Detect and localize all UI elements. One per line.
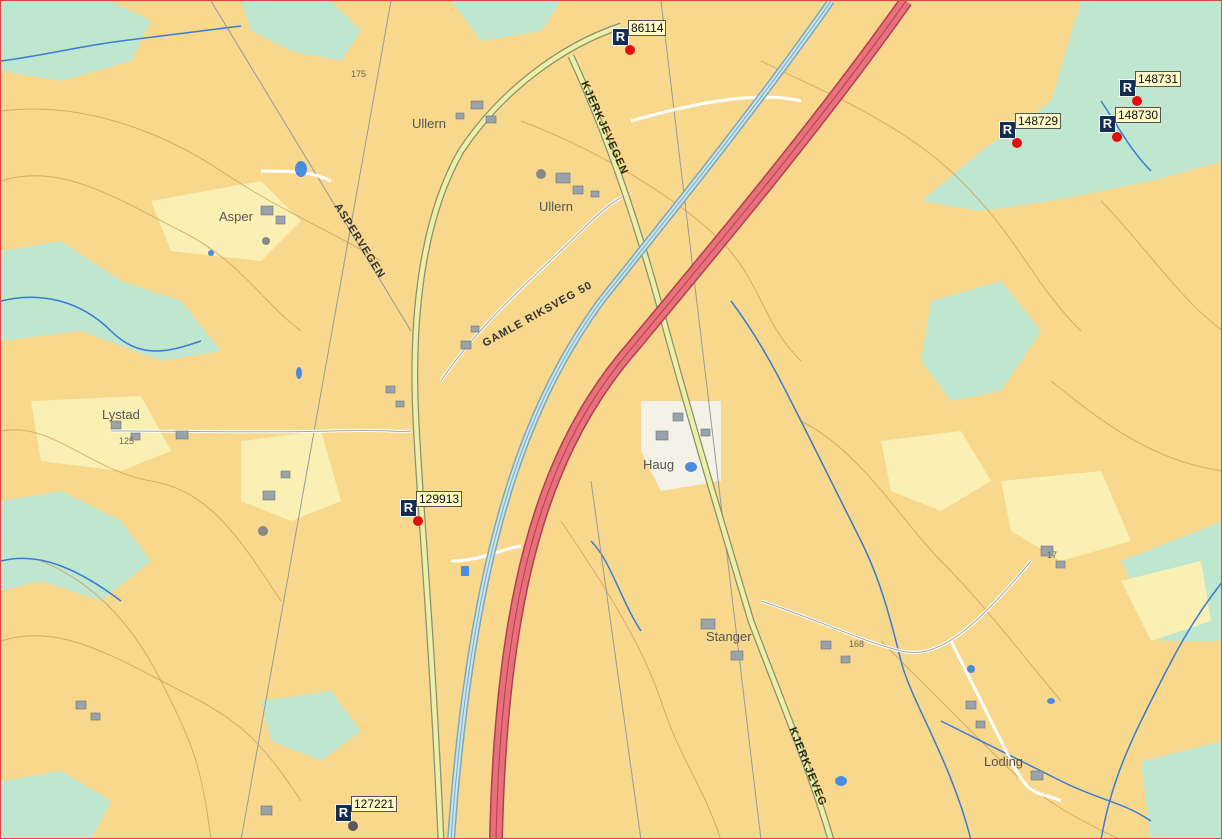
place-ullern-2: Ullern	[539, 199, 573, 214]
place-stanger: Stanger	[706, 629, 752, 644]
marker-label: 148730	[1115, 107, 1162, 123]
place-lystad: Lystad	[102, 407, 140, 422]
marker-dot	[413, 516, 423, 526]
rescue-sign-icon: R	[612, 28, 629, 46]
marker-label: 148729	[1015, 113, 1062, 129]
rescue-sign-icon: R	[1119, 79, 1136, 97]
spot-height: 175	[351, 69, 366, 79]
spot-height: 125	[119, 436, 134, 446]
road-label-kjerkjeveg: KJERKJEVEG	[786, 726, 829, 808]
road-label-aspervegen: ASPERVEGEN	[331, 201, 387, 280]
rescue-sign-icon: R	[335, 804, 352, 822]
marker-label: 148731	[1135, 71, 1182, 87]
marker-dot	[1112, 132, 1122, 142]
place-asper: Asper	[219, 209, 254, 224]
rescue-sign-icon: R	[999, 121, 1016, 139]
road-label-kjerkjevegen: KJERKJEVEGEN	[578, 79, 630, 176]
spot-height: 17	[1047, 550, 1057, 560]
marker-label: 129913	[416, 491, 463, 507]
rescue-sign-icon: R	[400, 499, 417, 517]
rescue-sign-icon: R	[1099, 115, 1116, 133]
marker-label: 127221	[351, 796, 398, 812]
place-haug: Haug	[643, 457, 674, 472]
spot-height: 168	[849, 639, 864, 649]
marker-dot	[1132, 96, 1142, 106]
marker-label: 86114	[628, 20, 667, 36]
marker-dot	[348, 821, 358, 831]
marker-dot	[625, 45, 635, 55]
place-loding: Loding	[984, 754, 1023, 769]
place-ullern-1: Ullern	[412, 116, 446, 131]
marker-dot	[1012, 138, 1022, 148]
